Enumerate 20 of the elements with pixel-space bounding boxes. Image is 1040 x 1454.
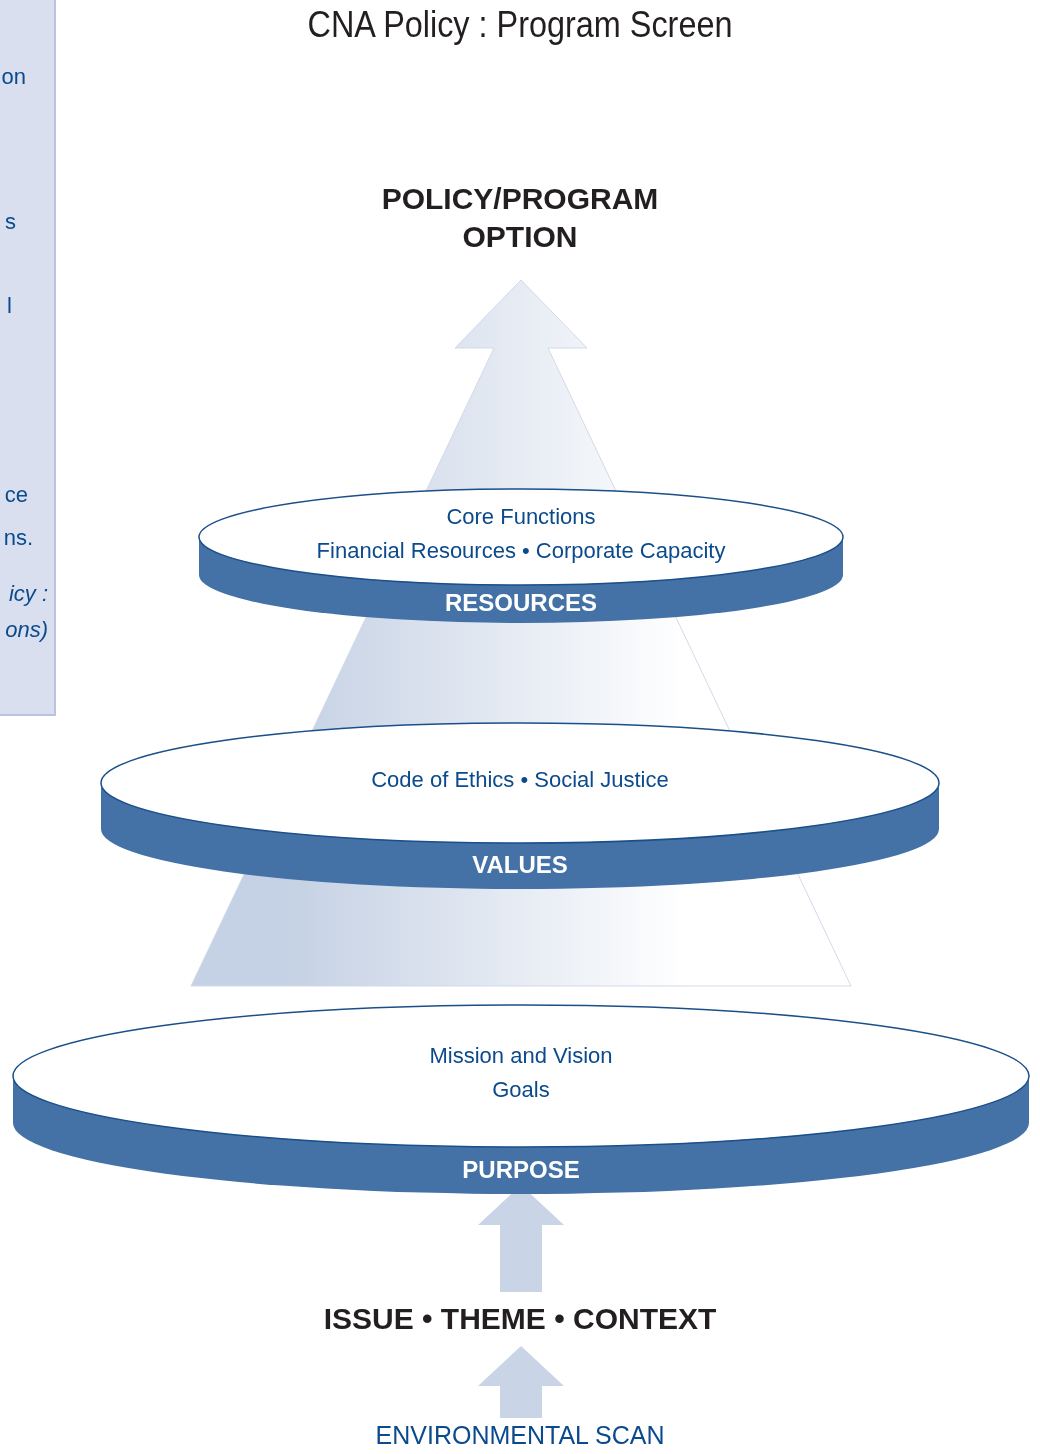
heading-text: ISSUE • THEME • CONTEXT — [323, 1300, 717, 1337]
disc-text: Goals — [491, 1076, 551, 1104]
title: CNA Policy : Program Screen — [306, 4, 734, 46]
disc-text: Financial Resources • Corporate Capacity — [315, 537, 727, 565]
panel-text: ons) — [5, 617, 48, 643]
panel-text: icy : — [8, 581, 48, 607]
disc-heading: RESOURCES — [444, 589, 598, 617]
block-arrow — [478, 1346, 564, 1418]
panel-text: ns. — [3, 525, 33, 551]
heading-text: ENVIRONMENTAL SCAN — [375, 1420, 665, 1452]
heading-text: POLICY/PROGRAM OPTION — [380, 181, 660, 256]
panel-text: s — [5, 209, 16, 235]
disc-text: Core Functions — [445, 503, 597, 531]
panel-text: on — [1, 64, 26, 90]
panel-text: l — [7, 293, 12, 319]
disc-text: Mission and Vision — [428, 1042, 614, 1070]
disc-heading: PURPOSE — [461, 1155, 581, 1184]
disc-text: Code of Ethics • Social Justice — [370, 766, 670, 794]
disc-heading: VALUES — [471, 851, 569, 879]
panel-text: ce — [4, 482, 28, 508]
